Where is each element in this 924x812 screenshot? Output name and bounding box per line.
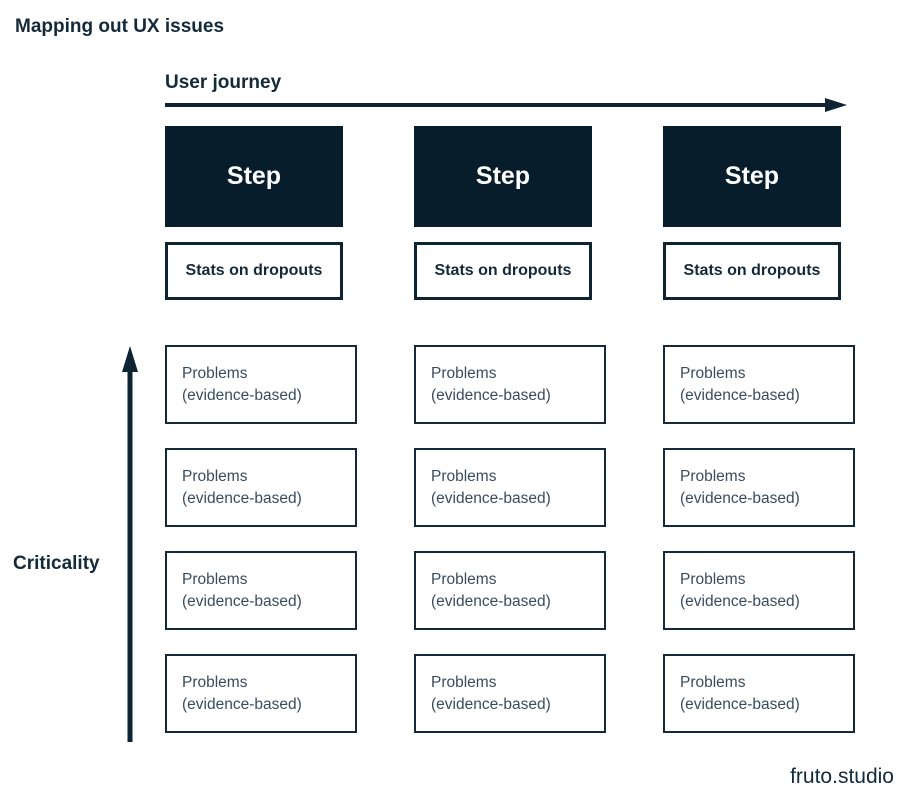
problem-card-line2: (evidence-based) (182, 592, 302, 610)
problem-card-line1: Problems (431, 674, 497, 692)
problem-card-line1: Problems (431, 365, 497, 383)
stats-on-dropouts-box: Stats on dropouts (414, 242, 592, 300)
problem-card: Problems (evidence-based) (663, 551, 855, 630)
stats-on-dropouts-box: Stats on dropouts (663, 242, 841, 300)
problem-card: Problems (evidence-based) (165, 345, 357, 424)
step-box: Step (414, 126, 592, 227)
problem-card-line2: (evidence-based) (431, 386, 551, 404)
stats-on-dropouts-box: Stats on dropouts (165, 242, 343, 300)
step-box: Step (165, 126, 343, 227)
problem-card-line2: (evidence-based) (182, 695, 302, 713)
problem-card-line2: (evidence-based) (680, 592, 800, 610)
problem-card-line2: (evidence-based) (182, 386, 302, 404)
problem-card-line1: Problems (680, 468, 746, 486)
problem-card-line2: (evidence-based) (431, 592, 551, 610)
problem-card: Problems (evidence-based) (165, 654, 357, 733)
problem-card-line2: (evidence-based) (182, 489, 302, 507)
problem-card-line1: Problems (182, 365, 248, 383)
problem-card-line1: Problems (431, 468, 497, 486)
problem-card: Problems (evidence-based) (414, 448, 606, 527)
problem-card: Problems (evidence-based) (663, 448, 855, 527)
problem-card-line1: Problems (680, 571, 746, 589)
problem-card-line1: Problems (680, 365, 746, 383)
criticality-arrow-icon (122, 346, 138, 742)
problem-card: Problems (evidence-based) (414, 654, 606, 733)
problem-card: Problems (evidence-based) (663, 345, 855, 424)
problem-card-line2: (evidence-based) (680, 695, 800, 713)
problem-card-line2: (evidence-based) (680, 489, 800, 507)
problem-card-line2: (evidence-based) (680, 386, 800, 404)
problem-card: Problems (evidence-based) (165, 448, 357, 527)
problem-card-line1: Problems (182, 468, 248, 486)
problem-card: Problems (evidence-based) (663, 654, 855, 733)
problem-card: Problems (evidence-based) (414, 551, 606, 630)
problem-card-line1: Problems (182, 674, 248, 692)
step-box: Step (663, 126, 841, 227)
problem-card-line2: (evidence-based) (431, 489, 551, 507)
user-journey-arrow-icon (165, 98, 847, 112)
user-journey-axis-label: User journey (165, 72, 282, 93)
problem-card-line1: Problems (680, 674, 746, 692)
problem-card: Problems (evidence-based) (414, 345, 606, 424)
page-title: Mapping out UX issues (15, 16, 225, 37)
problem-card-line2: (evidence-based) (431, 695, 551, 713)
watermark: fruto.studio (790, 765, 894, 788)
problem-card: Problems (evidence-based) (165, 551, 357, 630)
criticality-axis-label: Criticality (13, 553, 100, 574)
problem-card-line1: Problems (182, 571, 248, 589)
problem-card-line1: Problems (431, 571, 497, 589)
